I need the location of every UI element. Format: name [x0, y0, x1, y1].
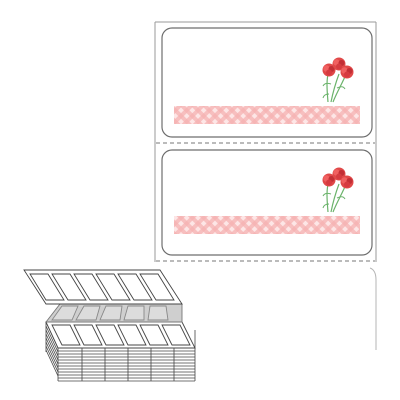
- fanfold-stack-icon: [23, 269, 196, 382]
- gingham-band: [174, 216, 360, 234]
- label-2: [161, 149, 373, 256]
- label-1: [161, 27, 373, 138]
- gingham-band: [174, 106, 360, 124]
- label-liner: [154, 21, 377, 350]
- stack-layers: [57, 330, 196, 382]
